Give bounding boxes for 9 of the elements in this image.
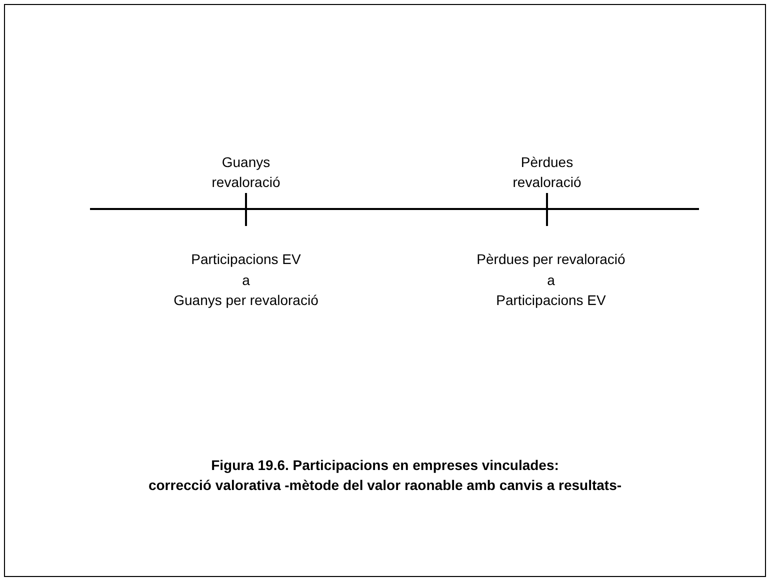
axis-label: a (546, 271, 556, 290)
axis-label: Guanys revaloració (210, 153, 282, 192)
axis-label: Participacions EV (190, 250, 302, 269)
axis-label: Guanys per revaloració (172, 291, 320, 310)
figure-caption: Figura 19.6. Participacions en empreses vinculades: correcció valorativa -mètode del valor raonable amb canvis a resultats- (147, 456, 623, 495)
axis-label: Pèrdues per revaloració (476, 250, 626, 269)
axis-label: Pèrdues revaloració (512, 153, 582, 192)
axis-label: Participacions EV (495, 291, 607, 310)
axis-label: a (241, 271, 251, 290)
